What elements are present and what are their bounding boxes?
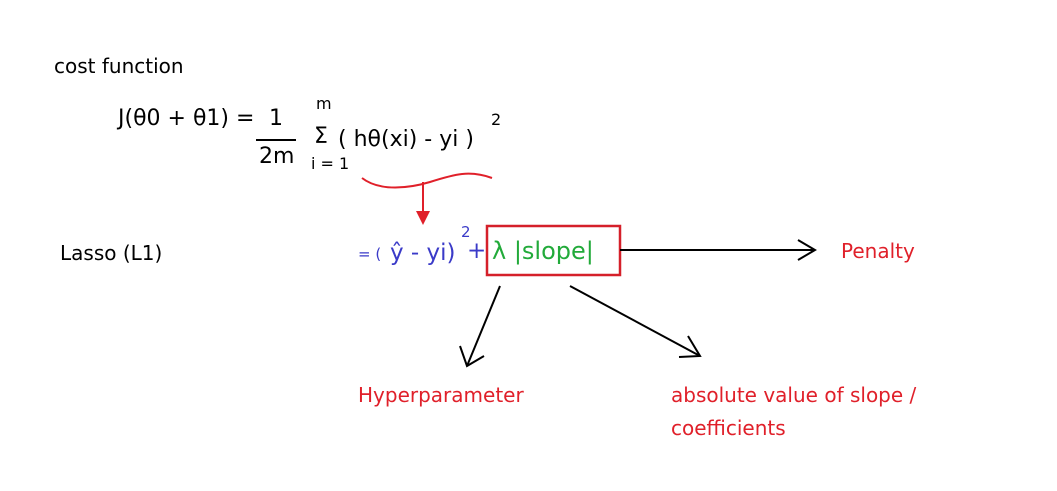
lasso-power: 2 xyxy=(461,223,471,241)
cost-eq-lhs: J(θ0 + θ1) = xyxy=(118,106,255,131)
underline-squiggle xyxy=(361,172,493,189)
cost-function-title: cost function xyxy=(54,54,184,78)
cost-eq-frac-num: 1 xyxy=(269,106,283,131)
hyperparameter-annotation: Hyperparameter xyxy=(358,383,524,407)
cost-eq-sum-lower: i = 1 xyxy=(311,154,350,173)
lasso-prefix: = ( xyxy=(358,245,382,263)
slope-arrow-head xyxy=(678,335,702,358)
lasso-penalty-term: λ |slope| xyxy=(492,237,594,265)
penalty-annotation: Penalty xyxy=(841,239,915,263)
penalty-arrow-head xyxy=(797,239,817,261)
slope-arrow-shaft xyxy=(569,285,701,357)
hyperparameter-arrow-shaft xyxy=(466,285,501,367)
hyperparameter-arrow-head xyxy=(459,345,485,368)
absolute-value-annotation-line1: absolute value of slope / xyxy=(671,383,917,407)
lasso-label: Lasso (L1) xyxy=(60,241,163,265)
cost-eq-sum-symbol: Σ xyxy=(314,124,328,149)
absolute-value-annotation-line2: coefficients xyxy=(671,416,786,440)
cost-eq-frac-den: 2m xyxy=(259,144,295,169)
cost-eq-sum-upper: m xyxy=(316,94,332,113)
lasso-plus: + xyxy=(467,238,487,264)
cost-eq-body: ( hθ(xi) - yi ) xyxy=(338,127,474,152)
lasso-yhat-term: ŷ - yi) xyxy=(390,240,456,266)
cost-eq-power: 2 xyxy=(491,110,502,129)
